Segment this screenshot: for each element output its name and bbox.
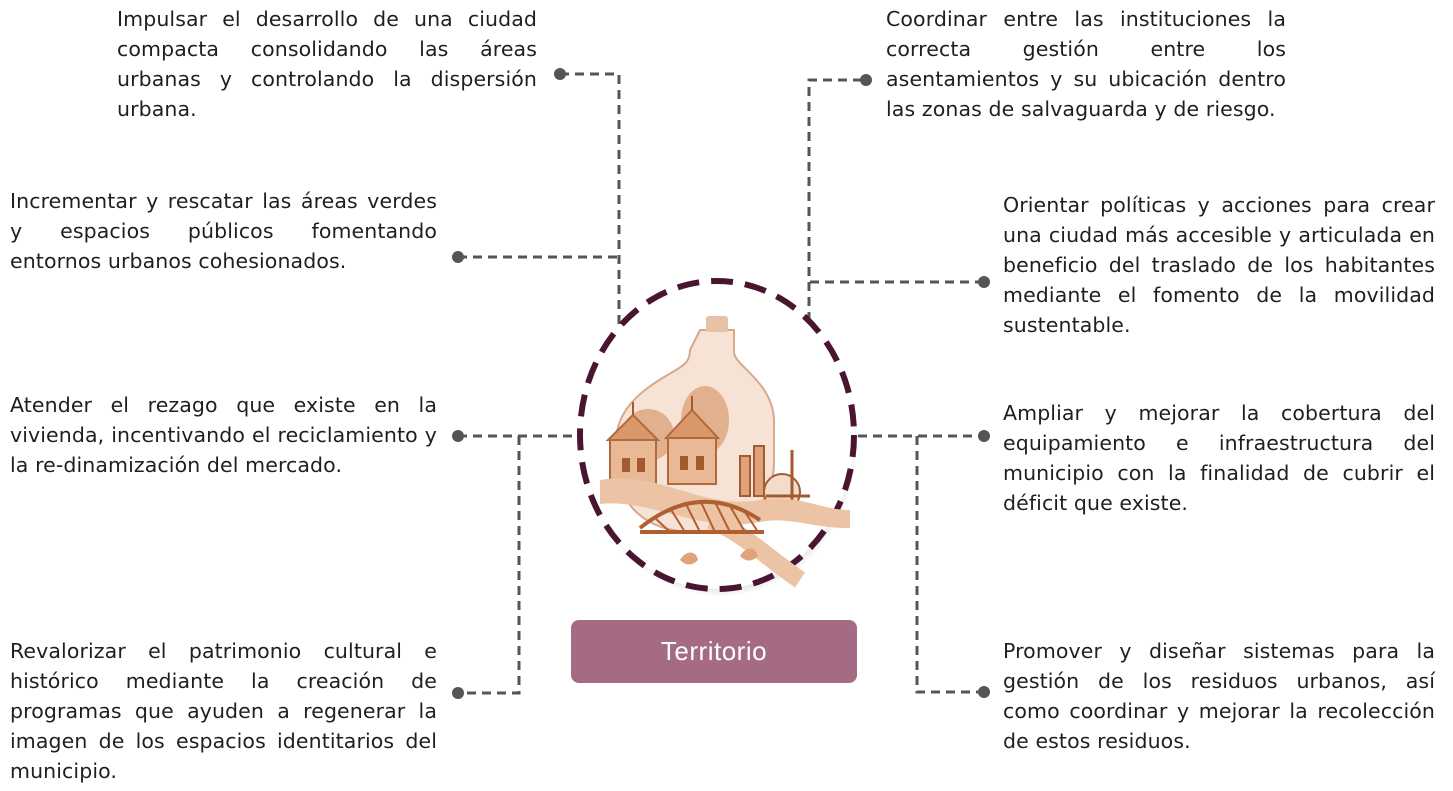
connector-dot: [452, 430, 464, 442]
objective-risk-zones: Coordinar entre las instituciones la cor…: [886, 7, 1286, 121]
connector-dot: [452, 687, 464, 699]
objective-housing: Atender el rezago que existe en la vivie…: [10, 393, 437, 477]
objective-mobility: Orientar políticas y acciones para crear…: [1003, 193, 1435, 337]
objective-green-areas: Incrementar y rescatar las áreas verdes …: [10, 189, 437, 273]
center-hub: [577, 278, 858, 597]
connector-dot: [978, 686, 990, 698]
objective-waste: Promover y diseñar sistemas para la gest…: [1003, 639, 1435, 753]
objective-compact-city: Impulsar el desarrollo de una ciudad com…: [117, 7, 537, 121]
objective-heritage: Revalorizar el patrimonio cultural e his…: [10, 639, 437, 783]
objective-infrastructure: Ampliar y mejorar la cobertura del equip…: [1003, 401, 1435, 515]
town-illustration-icon: [600, 316, 850, 588]
dashed-circle: [577, 278, 857, 592]
connector-dot: [978, 276, 990, 288]
connector-dot: [452, 251, 464, 263]
connector-dot: [860, 74, 872, 86]
connector-dot: [554, 68, 566, 80]
connector-dot: [978, 430, 990, 442]
territorio-badge: Territorio: [571, 620, 857, 683]
